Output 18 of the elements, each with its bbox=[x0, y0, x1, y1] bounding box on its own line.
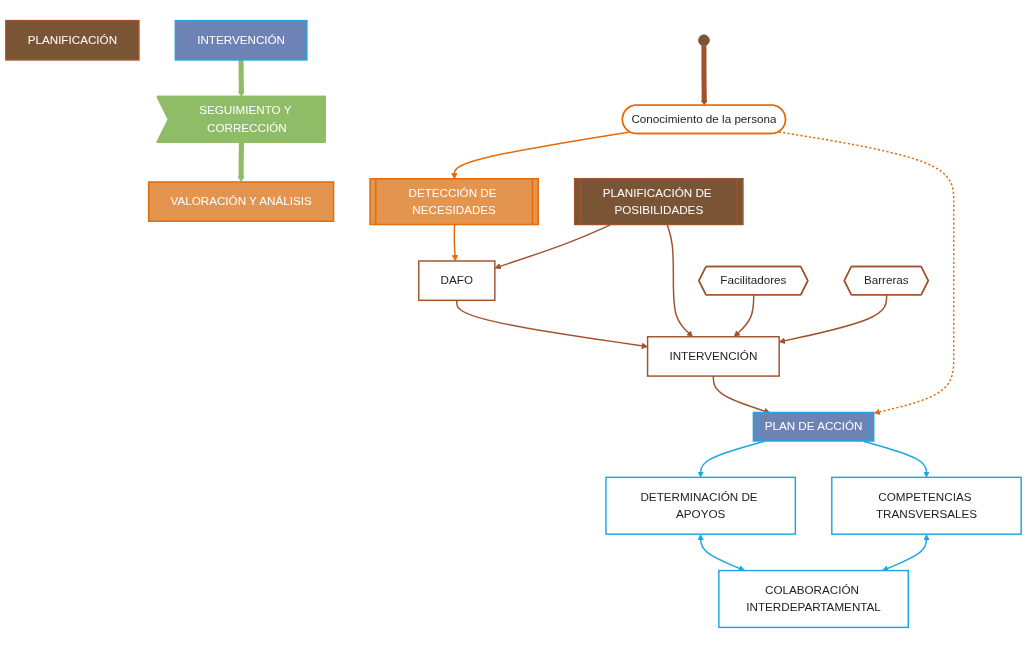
arrow bbox=[238, 59, 245, 97]
node-box: DAFO bbox=[418, 260, 496, 302]
arrow bbox=[701, 45, 708, 106]
arrow bbox=[778, 131, 955, 415]
node-box: INTERVENCIÓN bbox=[174, 19, 308, 61]
arrow bbox=[882, 534, 930, 572]
arrow bbox=[733, 294, 755, 338]
arrow bbox=[456, 299, 648, 350]
arrow bbox=[451, 224, 459, 262]
arrow bbox=[666, 224, 693, 338]
arrow bbox=[697, 534, 746, 572]
node-box: DETERMINACIÓN DE APOYOS bbox=[605, 476, 797, 535]
node-box: COLABORACIÓN INTERDEPARTAMENTAL bbox=[718, 569, 909, 629]
node-box: PLANIFICACIÓN bbox=[5, 19, 140, 61]
node-box: VALORACIÓN Y ANÁLISIS bbox=[147, 181, 335, 222]
node-box: INTERVENCIÓN bbox=[646, 336, 780, 377]
arrow bbox=[237, 142, 245, 183]
node-box: COMPETENCIAS TRANSVERSALES bbox=[831, 476, 1022, 535]
